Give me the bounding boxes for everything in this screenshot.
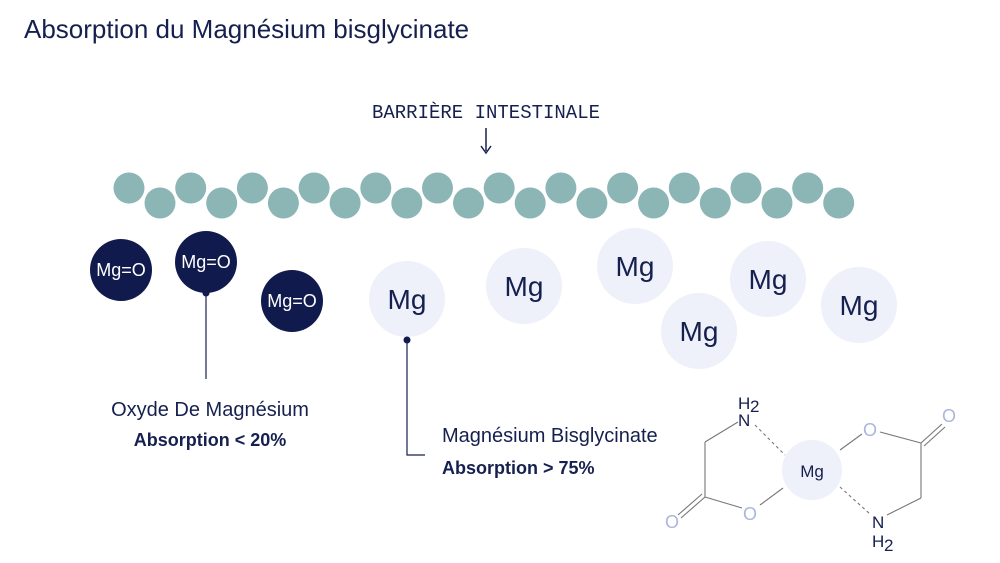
membrane-cell <box>668 172 700 204</box>
membrane-cell <box>422 172 453 204</box>
membrane-cell <box>298 172 330 204</box>
membrane-cell <box>391 187 423 219</box>
molecule-label: Mg=O <box>267 291 317 311</box>
membrane-cell <box>792 172 824 204</box>
magnesium-oxide-molecule: Mg=O <box>90 239 152 301</box>
membrane-cell <box>545 172 577 204</box>
molecule-label: Mg=O <box>96 260 146 280</box>
magnesium-bisglycinate-molecule: Mg <box>661 293 737 369</box>
molecule-label: Mg <box>749 264 788 295</box>
magnesium-bisglycinate-molecule: Mg <box>821 267 897 343</box>
membrane-cell <box>483 172 515 204</box>
molecule-label: Mg <box>388 284 427 315</box>
magnesium-bisglycinate-molecule: Mg <box>597 228 673 304</box>
magnesium-bisglycinate-molecule: Mg <box>486 248 562 324</box>
membrane-cell <box>607 172 639 204</box>
molecule-label: Mg <box>840 290 879 321</box>
membrane-cell <box>144 187 176 219</box>
bisglycinate-absorption: Absorption > 75% <box>442 458 595 478</box>
oxide-name: Oxyde De Magnésium <box>111 399 309 421</box>
intestinal-barrier <box>113 172 855 219</box>
molecule-label: Mg <box>616 251 655 282</box>
oxygen: O <box>665 512 679 532</box>
membrane-cell <box>360 172 392 204</box>
membrane-cell <box>699 187 731 219</box>
oxygen: O <box>743 504 757 524</box>
page-title: Absorption du Magnésium bisglycinate <box>24 14 469 44</box>
magnesium-bisglycinate-molecule: Mg <box>730 241 806 317</box>
molecule-label: Mg <box>505 271 544 302</box>
amine-top-sub: 2 <box>750 397 759 416</box>
mg-center: Mg <box>800 462 824 481</box>
molecule-label: Mg=O <box>181 252 231 272</box>
amine-top: N <box>738 411 750 430</box>
membrane-cell <box>823 187 855 219</box>
bisglycinate-pointer <box>403 336 425 456</box>
membrane-cell <box>329 187 361 219</box>
membrane-cell <box>638 187 670 219</box>
oxide-absorption: Absorption < 20% <box>134 430 287 450</box>
membrane-cell <box>730 172 762 204</box>
amine-bottom-sub: 2 <box>884 536 893 555</box>
membrane-cell <box>206 187 238 219</box>
bisglycinate-structure: Mg N H 2 N H 2 O O O O <box>665 394 956 555</box>
amine-bottom: N <box>872 513 884 532</box>
membrane-cell <box>267 187 299 219</box>
arrow-down-icon <box>480 128 492 155</box>
membrane-cell <box>175 172 207 204</box>
membrane-cell <box>113 172 145 204</box>
barrier-label: BARRIÈRE INTESTINALE <box>372 102 600 124</box>
oxide-pointer <box>202 289 210 379</box>
molecule-label: Mg <box>680 316 719 347</box>
bisglycinate-name: Magnésium Bisglycinate <box>442 425 658 447</box>
membrane-cell <box>514 187 546 219</box>
membrane-cell <box>236 172 268 204</box>
magnesium-oxide-molecule: Mg=O <box>261 270 323 332</box>
magnesium-bisglycinate-molecule: Mg <box>369 261 445 337</box>
magnesium-oxide-molecule: Mg=O <box>175 231 237 293</box>
membrane-cell <box>576 187 608 219</box>
oxygen: O <box>942 406 956 426</box>
amine-bottom-h: H <box>872 532 884 551</box>
oxygen: O <box>863 420 877 440</box>
membrane-cell <box>453 187 484 219</box>
membrane-cell <box>761 187 793 219</box>
amine-top-h: H <box>738 394 750 413</box>
